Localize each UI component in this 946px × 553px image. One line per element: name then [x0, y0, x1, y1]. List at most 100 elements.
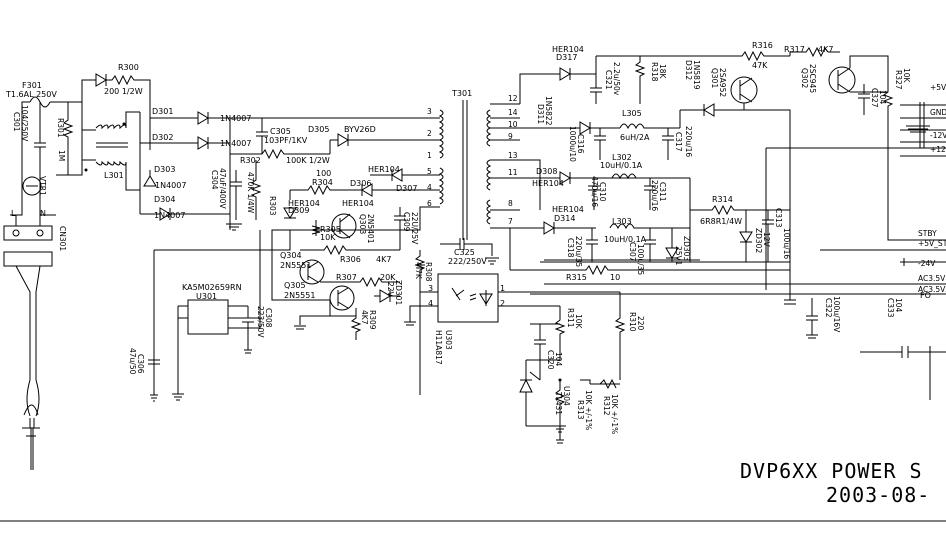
q303-value: 2N5401: [366, 214, 375, 244]
l301-label: L301: [104, 171, 124, 180]
q305-label: Q305: [284, 281, 306, 290]
r304-value: 100: [316, 169, 331, 178]
c321-label: C321: [604, 70, 613, 90]
l302-label: L302: [612, 153, 632, 162]
q304-label: Q304: [280, 251, 302, 260]
vtr1-label: VTR1: [38, 176, 47, 196]
r302-value: 100K 1/2W: [286, 156, 330, 165]
r300-label: R300: [118, 63, 139, 72]
rail-m12v-label: -12V: [930, 131, 946, 140]
line-l-label: L: [11, 209, 16, 218]
d303-label: D303: [154, 165, 175, 174]
zd301-label: ZD301: [394, 280, 403, 305]
drawing-date: 2003-08-: [826, 483, 930, 507]
d302-part: 1N4007: [220, 139, 251, 148]
d314-part: HER104: [552, 205, 584, 214]
d306-label: D306: [350, 179, 371, 188]
r316-label: R316: [752, 41, 773, 50]
c309-value: 22U/25V: [410, 212, 419, 245]
pin8-label: 8: [508, 199, 513, 208]
r318-value: 18K: [658, 64, 667, 80]
c306-label: C306: [136, 354, 145, 374]
zd303-value: 25V1: [674, 246, 683, 266]
r310-value: 220: [636, 316, 645, 331]
c322-label: C322: [824, 298, 833, 318]
c307-label: C307: [628, 242, 637, 262]
pin14-label: 14: [508, 108, 518, 117]
c306-value: 47u/50: [128, 348, 137, 375]
r301-label: R301: [56, 118, 65, 138]
l305-value: 6uH/2A: [620, 133, 650, 142]
l302-value: 10uH/0.1A: [600, 161, 643, 170]
d304-label: D304: [154, 195, 175, 204]
c321-value: 2.2u/50v: [612, 62, 621, 96]
u303-pin1: 1: [500, 284, 505, 293]
d307-label: D307: [396, 184, 417, 193]
c317-value: 220u/16: [684, 126, 693, 157]
title-block: DVP6XX POWER S 2003-08-: [0, 459, 946, 522]
r306-value: 4K7: [376, 255, 391, 264]
u304-part: TL431: [554, 391, 563, 415]
rail-m24v-label: -24V: [918, 259, 936, 268]
d314-label: D314: [554, 214, 575, 223]
pin11-label: 11: [508, 168, 518, 177]
q303-part: HER104: [342, 199, 374, 208]
pin12-label: 12: [508, 94, 518, 103]
ac-input-section: F301 T1.6AL 250V C301 104/250V R301 1M V…: [3, 81, 83, 470]
r311-label: R311: [566, 308, 575, 328]
r317-value: 4K7: [818, 45, 833, 54]
choke-l301: L301 R300 200 1/2W: [56, 63, 151, 191]
snubber-section: C305 103PF/1KV R302 100K 1/2W D305 BYV26…: [210, 117, 430, 231]
r314-value: 6R8R1/4W: [700, 217, 742, 226]
c301-label: C301: [12, 112, 21, 132]
rail-ac2-label: AC3.5V2: [918, 285, 946, 294]
pin7-label: 7: [508, 217, 513, 226]
d309-label: D309: [288, 206, 309, 215]
pwm-ic-u301: KA5M02659RN U301 C306 47u/50 C308 223/50…: [128, 230, 291, 402]
r315-label: R315: [566, 273, 587, 282]
t301-label: T301: [451, 89, 472, 98]
c318-value: 220u/35: [574, 236, 583, 267]
rail-5v-label: +5V: [930, 83, 946, 92]
r303-label: R303: [268, 196, 277, 216]
r316-value: 47K: [752, 61, 768, 70]
r311-value: 10K: [574, 314, 583, 330]
pin3-label: 3: [427, 107, 432, 116]
l305-label: L305: [622, 109, 642, 118]
r307-value: 20K: [380, 273, 396, 282]
d309-part: HER104: [288, 199, 320, 208]
line-n-label: N: [40, 209, 46, 218]
startup-circuit: HER104 D307 D306 100 R304 HER104 D309 HE…: [271, 165, 499, 340]
c333-value: 104: [894, 298, 903, 313]
c316-value: 1000u/10: [568, 126, 577, 162]
r309-value: 4K7: [360, 310, 369, 325]
c333-label: C333: [886, 298, 895, 318]
d311-part: 1N5822: [544, 96, 553, 126]
d304-part: 1N4007: [154, 211, 185, 220]
zd301-value: 22V: [386, 282, 395, 298]
d302-label: D302: [152, 133, 173, 142]
c310-value: 470u/16: [590, 176, 599, 207]
pin6-label: 6: [427, 199, 432, 208]
pin2-label: 2: [427, 129, 432, 138]
r317-label: R317: [784, 45, 805, 54]
q303-label: Q303: [358, 214, 367, 234]
pin10-label: 10: [508, 120, 518, 129]
u303-pin3: 3: [428, 284, 433, 293]
r307-label: R307: [336, 273, 357, 282]
u301-part: KA5M02659RN: [182, 283, 242, 292]
c318-label: C318: [566, 238, 575, 258]
q305-value: 2N5551: [284, 291, 315, 300]
c305-value: 103PF/1KV: [264, 136, 308, 145]
c316-label: C316: [576, 134, 585, 154]
c304-label: C304: [210, 170, 219, 190]
c325-value: 222/250V: [448, 257, 487, 266]
d312-part: 1N5819: [692, 60, 701, 90]
c310-label: C310: [598, 182, 607, 202]
c313-value: 100u/16: [782, 228, 791, 259]
f301-label: F301: [22, 81, 42, 90]
d312-label: D312: [684, 60, 693, 80]
c311-label: C311: [658, 182, 667, 202]
